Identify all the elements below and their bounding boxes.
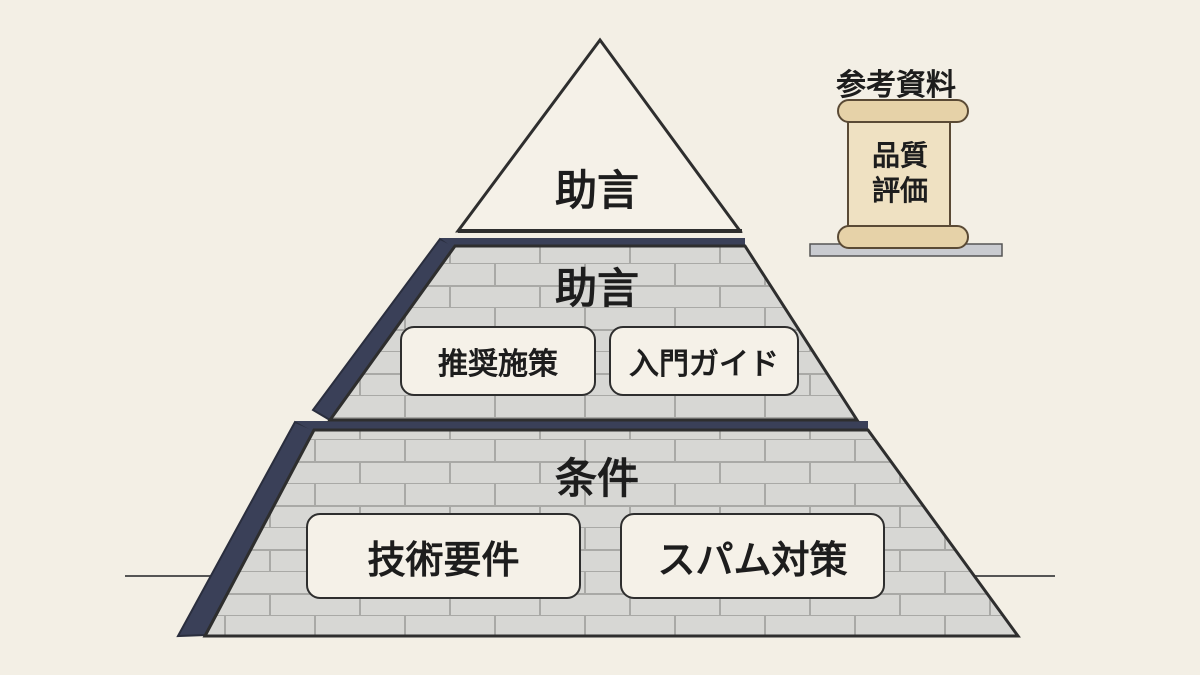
item-box-spam-policy: スパム対策 — [620, 513, 885, 599]
top-tier-label: 助言 — [555, 166, 639, 215]
bottom-tier-label: 条件 — [555, 454, 639, 503]
scroll-line-1: 品質 — [871, 139, 928, 172]
scroll-icon — [837, 99, 969, 249]
item-box-recommended-measures: 推奨施策 — [400, 326, 596, 396]
reference-title: 参考資料 — [836, 68, 956, 103]
item-box-getting-started-guide: 入門ガイド — [609, 326, 799, 396]
middle-tier-label: 助言 — [555, 264, 639, 313]
scroll-text: 品質 評価 — [850, 138, 950, 208]
item-box-technical-requirements: 技術要件 — [306, 513, 581, 599]
scroll-line-2: 評価 — [871, 174, 928, 207]
